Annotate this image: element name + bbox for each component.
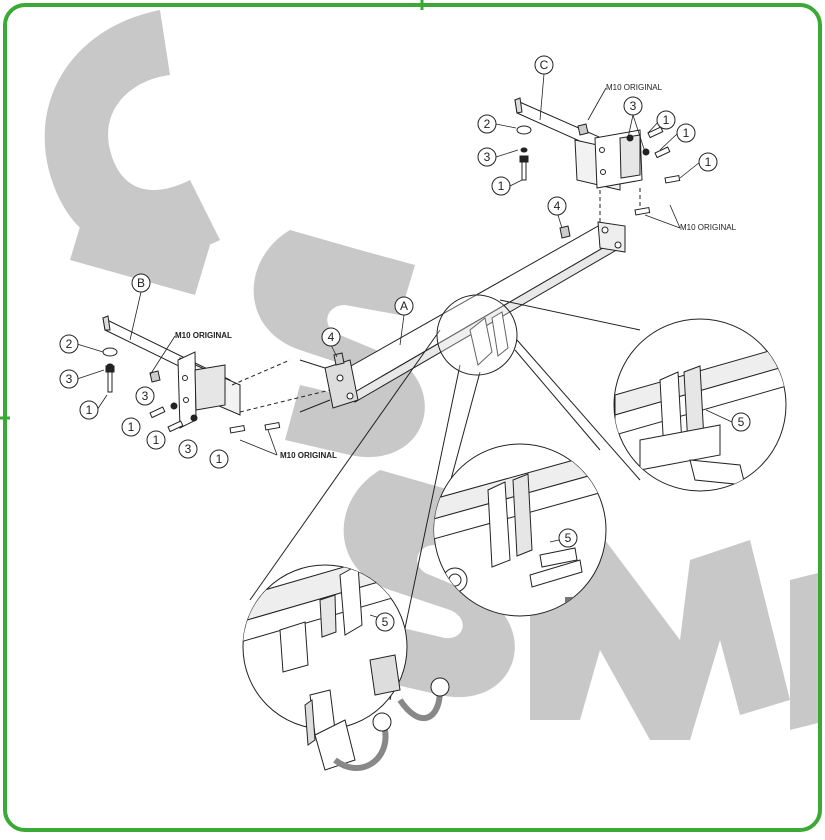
callout-1-top-a: 1 xyxy=(656,110,676,130)
bracket-c xyxy=(333,97,681,366)
svg-text:2: 2 xyxy=(66,337,73,351)
crossbar-a xyxy=(324,221,626,409)
callout-b: B xyxy=(131,273,151,293)
callout-3-right: 3 xyxy=(477,147,497,167)
svg-text:3: 3 xyxy=(630,99,637,113)
svg-text:A: A xyxy=(400,299,408,313)
watermark-letter-m xyxy=(530,520,790,740)
label-m10-top: M10 ORIGINAL xyxy=(606,83,663,92)
callout-1-left-b: 1 xyxy=(121,417,141,437)
svg-text:4: 4 xyxy=(554,199,561,213)
callout-1-top-c: 1 xyxy=(698,152,718,172)
callout-4-mid: 4 xyxy=(321,327,341,347)
svg-text:1: 1 xyxy=(498,179,505,193)
svg-text:3: 3 xyxy=(185,442,192,456)
svg-text:2: 2 xyxy=(484,117,491,131)
watermark-letter-i xyxy=(790,570,820,730)
svg-text:3: 3 xyxy=(484,150,491,164)
label-m10-bottom: M10 ORIGINAL xyxy=(280,451,337,460)
frame-border xyxy=(3,3,822,832)
detail-circle-origin xyxy=(436,294,518,376)
svg-text:5: 5 xyxy=(565,531,572,545)
callout-2-right: 2 xyxy=(477,114,497,134)
towball-assembly xyxy=(304,654,450,772)
callout-c: C xyxy=(534,55,554,75)
bracket-b xyxy=(102,315,331,434)
watermark-dash xyxy=(70,210,210,295)
svg-text:1: 1 xyxy=(705,155,712,169)
callout-1-top-b: 1 xyxy=(676,123,696,143)
magnifier-lines xyxy=(249,299,641,701)
svg-text:3: 3 xyxy=(142,389,149,403)
watermark-letter-s1 xyxy=(253,230,425,458)
svg-text:1: 1 xyxy=(683,126,690,140)
callout-3-left: 3 xyxy=(59,369,79,389)
callout-a: A xyxy=(394,296,414,316)
svg-text:1: 1 xyxy=(128,420,135,434)
callout-2-left: 2 xyxy=(59,334,79,354)
callout-3-left-c: 3 xyxy=(178,439,198,459)
callouts: A B C 2 3 1 3 1 1 1 4 4 2 3 1 3 1 1 3 1 … xyxy=(59,55,751,632)
callout-4-top: 4 xyxy=(547,196,567,216)
label-m10-left: M10 ORIGINAL xyxy=(175,331,232,340)
svg-text:5: 5 xyxy=(738,415,745,429)
callout-5-mid: 5 xyxy=(558,528,578,548)
svg-text:1: 1 xyxy=(216,452,223,466)
callout-1-left-d: 1 xyxy=(209,449,229,469)
callout-5-left: 5 xyxy=(375,612,395,632)
svg-text:B: B xyxy=(137,276,145,290)
callout-5-right: 5 xyxy=(731,412,751,432)
svg-text:5: 5 xyxy=(382,615,389,629)
callout-1-left-c: 1 xyxy=(146,430,166,450)
part-labels: M10 ORIGINAL M10 ORIGINAL M10 ORIGINAL M… xyxy=(175,83,737,460)
callout-3-left-b: 3 xyxy=(135,386,155,406)
callout-3-top: 3 xyxy=(623,96,643,116)
callout-1-left: 1 xyxy=(79,400,99,420)
detail-circle-2 xyxy=(242,564,408,730)
label-m10-right: M10 ORIGINAL xyxy=(680,223,737,232)
svg-text:3: 3 xyxy=(66,372,73,386)
svg-text:1: 1 xyxy=(86,403,93,417)
callout-1-right: 1 xyxy=(491,176,511,196)
detail-circle-3 xyxy=(433,443,607,617)
svg-text:4: 4 xyxy=(328,330,335,344)
detail-circle-4 xyxy=(613,318,787,492)
svg-text:1: 1 xyxy=(153,433,160,447)
svg-text:1: 1 xyxy=(663,113,670,127)
svg-text:C: C xyxy=(540,58,549,72)
watermark-letter-c xyxy=(44,10,220,257)
